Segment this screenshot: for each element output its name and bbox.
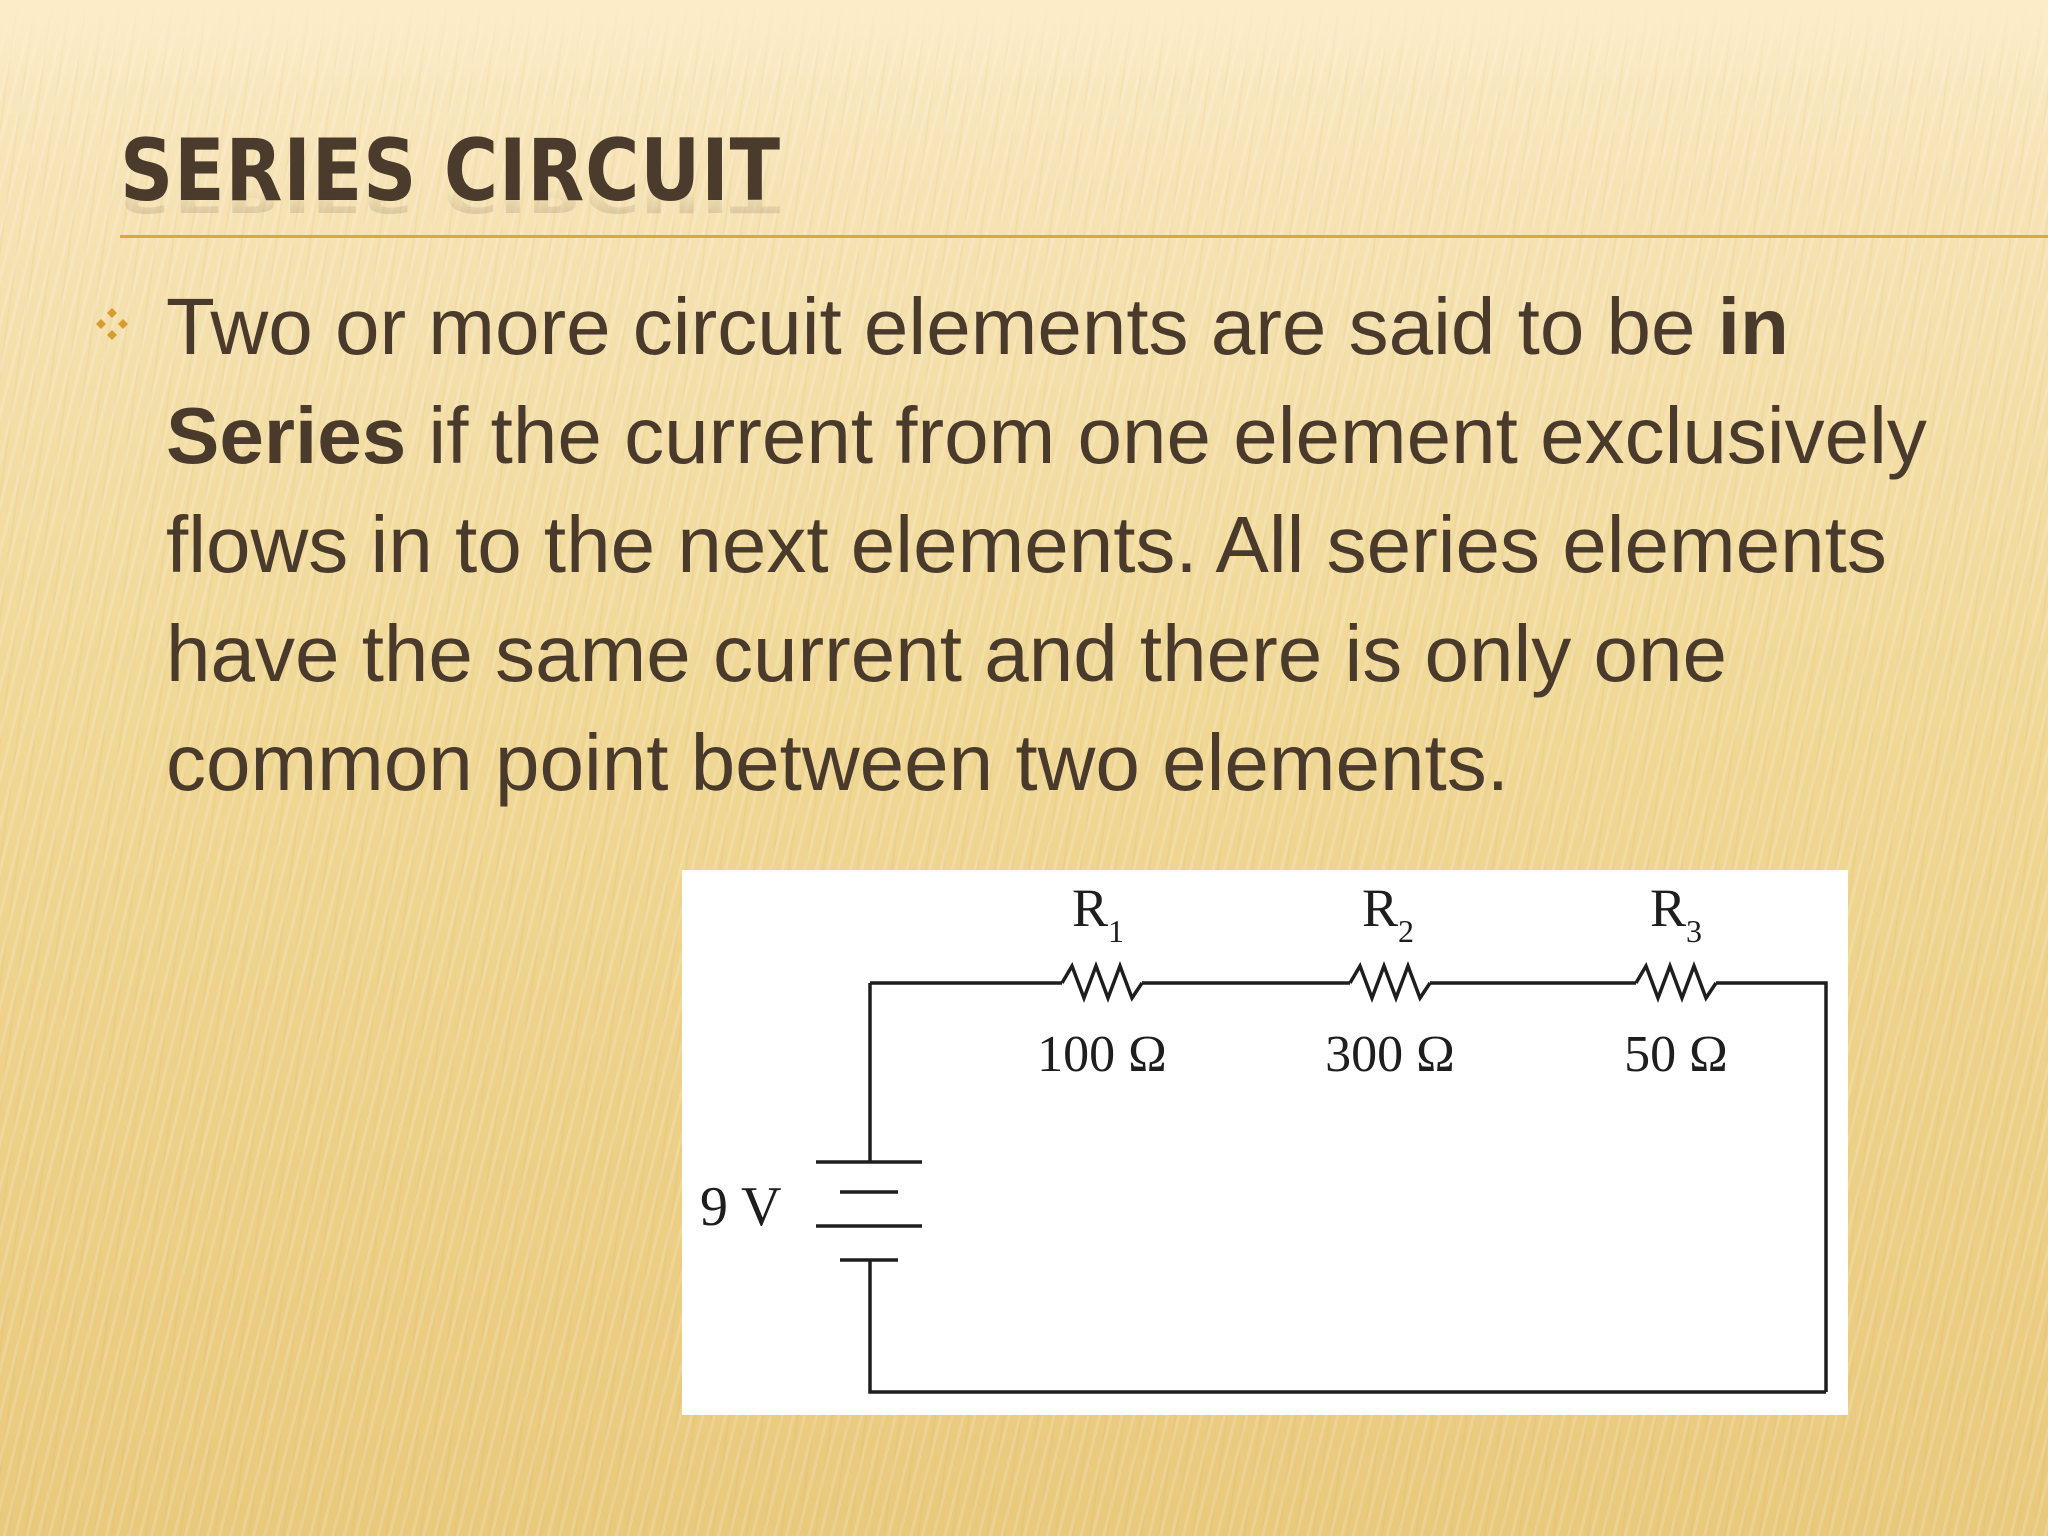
title-underline	[120, 235, 2048, 238]
series-circuit-diagram: 9 V R1 100 Ω R2 300 Ω R3 50 Ω	[682, 870, 1848, 1415]
bullet-text: Two or more circuit elements are said to…	[166, 272, 2036, 817]
resistor-r3-letter: R	[1650, 878, 1686, 938]
resistor-r1-label: R1	[1072, 878, 1124, 949]
bottom-wire	[868, 1260, 1826, 1394]
resistor-r3-symbol	[1634, 961, 1718, 1003]
resistor-r1-letter: R	[1072, 878, 1108, 938]
slide-title: SERIES CIRCUIT	[120, 121, 781, 221]
battery-label: 9 V	[700, 1176, 781, 1238]
resistor-r3-label: R3	[1650, 878, 1702, 949]
resistor-r3-value: 50 Ω	[1624, 1026, 1728, 1083]
resistor-r1-symbol	[1060, 961, 1144, 1003]
four-diamond-bullet-icon	[96, 308, 128, 340]
slide-title-reflection: SERIES CIRCUIT	[120, 166, 781, 222]
resistor-r1-subscript: 1	[1108, 913, 1124, 949]
resistor-r2-subscript: 2	[1398, 913, 1414, 949]
resistor-r1-value: 100 Ω	[1037, 1026, 1167, 1083]
resistor-r2-value: 300 Ω	[1325, 1026, 1455, 1083]
slide-top-band	[0, 0, 2048, 80]
resistor-r2-letter: R	[1362, 878, 1398, 938]
right-wire	[1716, 981, 1828, 1392]
bullet-text-bold: in Series	[166, 282, 1789, 480]
bullet-text-end: if the current from one element exclusiv…	[166, 391, 1927, 807]
bullet-text-start: Two or more circuit elements are said to…	[166, 282, 1718, 371]
resistor-r2-symbol	[1348, 961, 1432, 1003]
resistor-r2-label: R2	[1362, 878, 1414, 949]
resistor-r3-subscript: 3	[1686, 913, 1702, 949]
